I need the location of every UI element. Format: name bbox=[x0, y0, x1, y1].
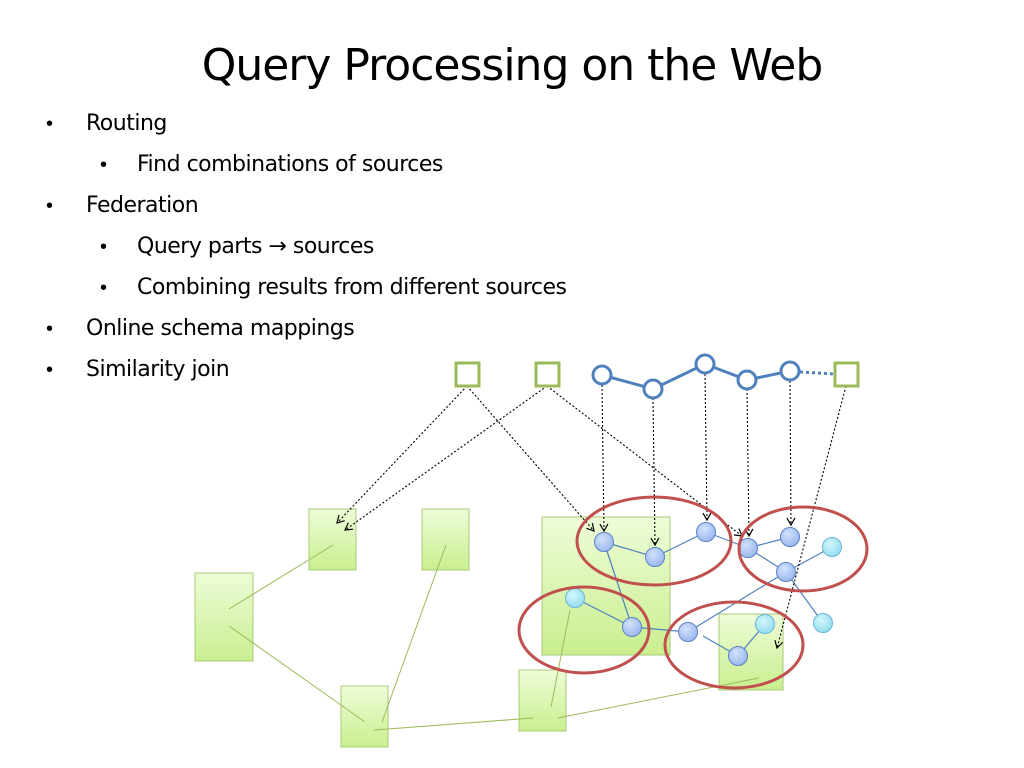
query-node bbox=[694, 353, 716, 375]
data-node bbox=[728, 646, 748, 666]
bullet-glyph: • bbox=[46, 195, 54, 217]
bullet-item: Routing bbox=[86, 111, 167, 136]
source-link bbox=[550, 609, 571, 708]
bullet-item: Combining results from different sources bbox=[137, 275, 567, 300]
bullet-glyph: • bbox=[46, 359, 54, 381]
bullet-item: Similarity join bbox=[86, 357, 230, 382]
data-edge bbox=[603, 541, 633, 628]
query-node bbox=[642, 378, 664, 400]
source-box bbox=[308, 508, 357, 571]
source-box bbox=[421, 508, 470, 571]
query-square bbox=[454, 361, 481, 388]
cluster-ellipses bbox=[517, 495, 869, 690]
source-link bbox=[228, 544, 334, 610]
bullet-glyph: • bbox=[46, 318, 54, 340]
bullet-item: Query parts → sources bbox=[137, 234, 374, 259]
slide-title: Query Processing on the Web bbox=[201, 40, 824, 91]
source-box bbox=[518, 669, 567, 732]
data-node bbox=[780, 527, 800, 547]
data-nodes bbox=[565, 522, 842, 666]
data-node bbox=[776, 562, 796, 582]
data-edge bbox=[574, 597, 633, 628]
source-links bbox=[228, 544, 760, 731]
data-node bbox=[696, 522, 716, 542]
mapping-arrow bbox=[702, 373, 712, 522]
data-node bbox=[594, 532, 614, 552]
data-node bbox=[622, 617, 642, 637]
mapping-arrow bbox=[466, 385, 595, 532]
data-node bbox=[822, 537, 842, 557]
source-link bbox=[381, 544, 447, 723]
query-node bbox=[736, 369, 758, 391]
data-node bbox=[565, 588, 585, 608]
bullet-glyph: • bbox=[100, 154, 108, 176]
data-node bbox=[645, 547, 665, 567]
mapping-arrow bbox=[336, 385, 468, 524]
mapping-arrows bbox=[336, 373, 847, 650]
query-square bbox=[833, 361, 860, 388]
source-link bbox=[228, 625, 366, 723]
mapping-arrow bbox=[344, 385, 548, 531]
query-pattern bbox=[454, 353, 860, 400]
mapping-arrow bbox=[744, 388, 754, 538]
cluster-ellipse bbox=[575, 495, 733, 587]
mapping-arrow bbox=[786, 380, 796, 527]
cluster-ellipse bbox=[663, 600, 805, 690]
data-node bbox=[755, 614, 775, 634]
bullet-glyph: • bbox=[46, 113, 54, 135]
mapping-arrow bbox=[650, 397, 660, 547]
bullet-item: Find combinations of sources bbox=[137, 152, 443, 177]
source-box bbox=[194, 572, 254, 662]
query-square bbox=[534, 361, 561, 388]
bullet-glyph: • bbox=[100, 277, 108, 299]
source-link bbox=[373, 717, 534, 731]
source-box bbox=[340, 685, 389, 748]
mapping-arrow bbox=[774, 385, 847, 650]
query-node bbox=[779, 360, 801, 382]
bullet-item: Online schema mappings bbox=[86, 316, 355, 341]
bullet-glyph: • bbox=[100, 236, 108, 258]
query-node bbox=[591, 364, 613, 386]
data-node bbox=[678, 622, 698, 642]
bullet-item: Federation bbox=[86, 193, 199, 218]
cluster-ellipse bbox=[517, 585, 651, 675]
query-dotted-link bbox=[799, 370, 835, 376]
source-link bbox=[557, 677, 760, 719]
data-node bbox=[813, 613, 833, 633]
cluster-ellipse bbox=[737, 505, 869, 593]
data-edge bbox=[785, 571, 824, 624]
